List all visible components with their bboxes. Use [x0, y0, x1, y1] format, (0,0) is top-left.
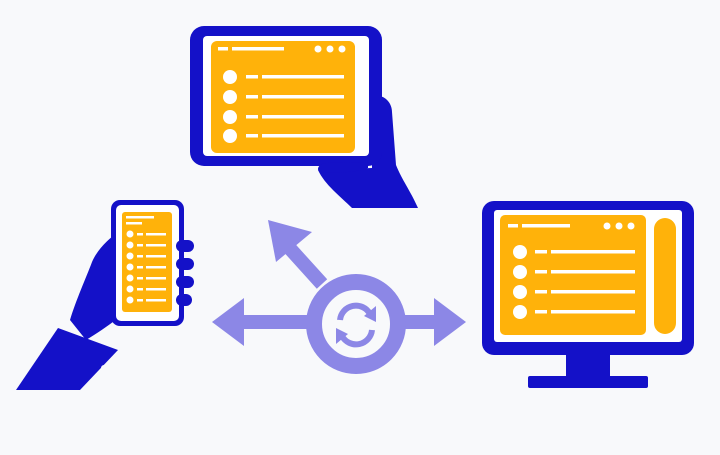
- tablet-window-dot: [326, 45, 334, 53]
- tablet-title-bar: [232, 47, 284, 51]
- monitor-window-dot: [627, 222, 635, 230]
- refresh-arrowhead-top: [364, 306, 376, 322]
- tablet-window-dot: [314, 45, 322, 53]
- phone-list: [126, 230, 166, 304]
- refresh-arrowhead-bottom: [336, 328, 348, 344]
- sync-arrow-right-shaft: [400, 315, 442, 329]
- sleeve: [16, 328, 118, 390]
- tablet-list: [223, 70, 344, 143]
- monitor-content-panel: [500, 215, 646, 335]
- monitor-neck: [566, 355, 610, 377]
- tablet-title-bar: [218, 47, 228, 51]
- refresh-arc-top: [337, 302, 373, 321]
- sync-arrow-right-head: [434, 298, 466, 346]
- monitor-window-dot: [615, 222, 623, 230]
- tablet-window-dot: [338, 45, 346, 53]
- sync-arrow-diagonal-head: [268, 220, 312, 262]
- sync-arrow-left-head: [212, 298, 244, 346]
- monitor-list: [513, 245, 635, 319]
- tablet-hand-icon: [318, 95, 418, 208]
- cuff-button: [101, 365, 107, 371]
- sync-ring: [306, 274, 406, 374]
- refresh-arc-bottom: [339, 329, 375, 348]
- phone-content-panel: [122, 212, 172, 312]
- phone-title-bar: [126, 216, 154, 219]
- monitor-title-bar: [508, 224, 518, 228]
- tablet-device: [190, 26, 418, 208]
- desktop-monitor-device: [482, 201, 694, 388]
- phone-hand-icon: [70, 232, 118, 340]
- monitor-title-bar: [522, 224, 570, 228]
- phone-title-bar: [126, 222, 142, 225]
- sync-arrow-left-shaft: [236, 315, 316, 329]
- tablet-thumb: [318, 162, 368, 173]
- smartphone-device: [16, 200, 194, 390]
- phone-fingers: [176, 240, 194, 306]
- cuff-button: [93, 375, 99, 381]
- monitor-scrollbar: [654, 218, 676, 334]
- monitor-base: [528, 376, 648, 388]
- sync-arrows-icon: [212, 220, 466, 374]
- monitor-window-dot: [603, 222, 611, 230]
